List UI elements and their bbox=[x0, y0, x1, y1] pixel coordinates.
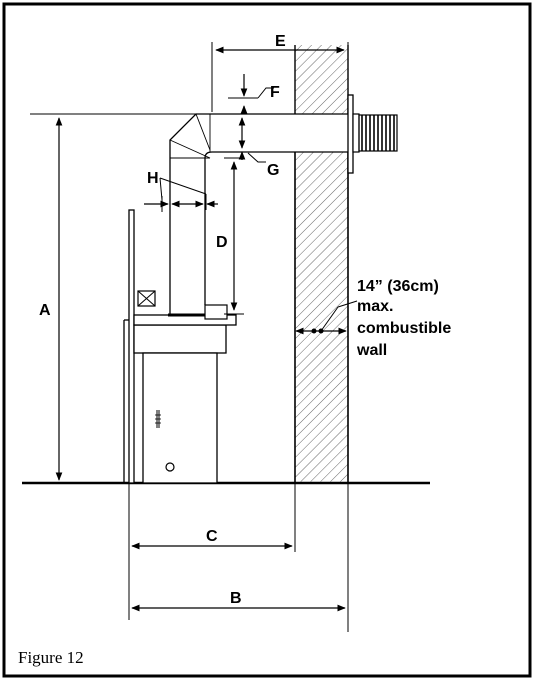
appliance-body bbox=[123, 209, 237, 484]
label-e: E bbox=[275, 33, 286, 50]
label-b: B bbox=[230, 590, 242, 607]
dimension-lines bbox=[30, 42, 358, 632]
label-g: G bbox=[267, 162, 279, 179]
label-f: F bbox=[270, 84, 280, 101]
note-line-2: max. bbox=[357, 298, 393, 315]
label-c: C bbox=[206, 528, 218, 545]
label-a: A bbox=[39, 302, 51, 319]
figure-caption: Figure 12 bbox=[18, 648, 84, 667]
note-line-1: 14” (36cm) bbox=[357, 278, 439, 295]
note-line-3: combustible bbox=[357, 320, 451, 337]
note-line-4: wall bbox=[356, 342, 387, 359]
clearance-note: 14” (36cm) max. combustible wall bbox=[356, 278, 451, 359]
label-d: D bbox=[216, 234, 228, 251]
vent-pipe bbox=[169, 94, 398, 315]
combustible-wall bbox=[294, 45, 349, 483]
label-h: H bbox=[147, 170, 159, 187]
